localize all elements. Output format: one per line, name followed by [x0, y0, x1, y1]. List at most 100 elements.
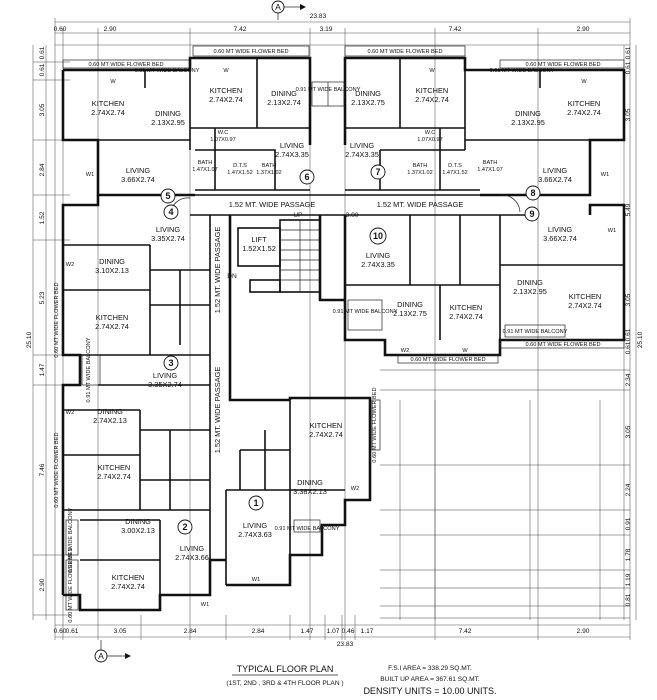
svg-text:1.47X1.52: 1.47X1.52	[227, 170, 253, 176]
svg-text:3.35X2.74: 3.35X2.74	[148, 380, 182, 389]
svg-text:2.74X3.35: 2.74X3.35	[361, 260, 395, 269]
svg-text:0.61: 0.61	[625, 341, 632, 354]
svg-text:1.52: 1.52	[39, 211, 46, 224]
svg-text:W1: W1	[86, 172, 94, 178]
ots-label: D.T.S	[448, 163, 462, 169]
plan-title: TYPICAL FLOOR PLAN	[237, 664, 334, 674]
grid-marker-top: A	[271, 0, 306, 20]
bath-label: BATH	[483, 160, 498, 166]
svg-text:1.47: 1.47	[39, 363, 46, 376]
svg-text:W: W	[429, 68, 435, 74]
density-units: DENSITY UNITS = 10.00 UNITS.	[363, 686, 496, 696]
svg-text:0.60: 0.60	[54, 26, 67, 33]
svg-text:2.74X2.13: 2.74X2.13	[93, 416, 127, 425]
balcony-label: 0.91 MT WIDE BALCONY	[86, 337, 92, 402]
svg-text:2.90: 2.90	[104, 26, 117, 33]
svg-text:3.00X2.13: 3.00X2.13	[121, 526, 155, 535]
svg-text:1.17: 1.17	[361, 628, 374, 635]
svg-text:2.74X2.74: 2.74X2.74	[567, 108, 601, 117]
room-kitchen: KITCHEN	[96, 313, 128, 322]
balcony-label: 0.91 MT WIDE BALCONY	[333, 309, 398, 315]
top-dimensions: 23.83 0.60 2.90 7.42 3.19 7.42 2.90	[54, 13, 590, 33]
grid-marker-bottom: A	[94, 640, 131, 663]
svg-text:7.42: 7.42	[234, 26, 247, 33]
bath-label: BATH	[413, 163, 428, 169]
room-kitchen: KITCHEN	[112, 573, 144, 582]
svg-text:1.07X0.97: 1.07X0.97	[210, 137, 236, 143]
svg-text:1.52X1.52: 1.52X1.52	[242, 244, 276, 253]
flower-bed-label: 0.60 MT WIDE FLOWER BED	[213, 49, 288, 55]
flower-bed-label: 0.60 MT WIDE FLOWER BED	[372, 387, 378, 462]
balcony-label: 0.91 MT WIDE BALCONY	[275, 526, 340, 532]
svg-text:2.13X2.95: 2.13X2.95	[511, 118, 545, 127]
wc-label: W.C	[218, 130, 229, 136]
svg-text:3.10X2.13: 3.10X2.13	[95, 266, 129, 275]
svg-text:3.66X2.74: 3.66X2.74	[538, 175, 572, 184]
builtup-area: BUILT UP AREA = 367.61 SQ.MT.	[380, 676, 480, 683]
svg-text:5.49: 5.49	[625, 203, 632, 216]
svg-text:0.46: 0.46	[342, 628, 355, 635]
svg-text:3.35X2.74: 3.35X2.74	[151, 234, 185, 243]
room-kitchen: KITCHEN	[92, 99, 124, 108]
svg-text:2.74X3.35: 2.74X3.35	[275, 150, 309, 159]
svg-text:3.66X2.74: 3.66X2.74	[121, 175, 155, 184]
svg-text:3.05: 3.05	[114, 628, 127, 635]
svg-text:1.07X0.97: 1.07X0.97	[417, 137, 443, 143]
room-dining: DINING	[355, 89, 381, 98]
flower-bed-label: 0.60 MT WIDE FLOWER BED	[367, 49, 442, 55]
svg-text:1.47: 1.47	[301, 628, 314, 635]
svg-text:W: W	[223, 68, 229, 74]
balcony-label: 0.91 MT WIDE BALCONY	[490, 68, 555, 74]
svg-text:2.34: 2.34	[625, 373, 632, 386]
room-kitchen: KITCHEN	[98, 463, 130, 472]
svg-text:2.13X2.95: 2.13X2.95	[513, 287, 547, 296]
flat-number: 7	[375, 167, 380, 177]
svg-text:3.66X2.74: 3.66X2.74	[543, 234, 577, 243]
svg-text:0.60: 0.60	[54, 628, 67, 635]
room-living: LIVING	[180, 544, 204, 553]
room-kitchen: KITCHEN	[416, 86, 448, 95]
left-dimensions: 0.61 0.61 3.05 2.84 1.52 5.23 1.47 7.46 …	[26, 46, 46, 591]
svg-text:2.13X2.74: 2.13X2.74	[267, 98, 301, 107]
svg-text:1.78: 1.78	[625, 548, 632, 561]
svg-text:1.07: 1.07	[327, 628, 340, 635]
flower-bed-label: 0.60 MT WIDE FLOWER BED	[88, 62, 163, 68]
svg-text:1.47X1.07: 1.47X1.07	[192, 167, 218, 173]
wc-label: W.C	[425, 130, 436, 136]
svg-text:2.74X2.74: 2.74X2.74	[415, 95, 449, 104]
passage-gap: 3.00	[346, 212, 359, 219]
room-living: LIVING	[350, 141, 374, 150]
svg-text:0.61: 0.61	[39, 63, 46, 76]
svg-text:2.74X2.74: 2.74X2.74	[449, 312, 483, 321]
ots-label: D.T.S	[233, 163, 247, 169]
svg-text:0.61: 0.61	[625, 61, 632, 74]
flat-number: 2	[182, 522, 187, 532]
room-dining: DINING	[125, 517, 151, 526]
svg-text:2.74X2.74: 2.74X2.74	[97, 472, 131, 481]
room-dining: DINING	[155, 109, 181, 118]
room-living: LIVING	[243, 521, 267, 530]
svg-text:7.46: 7.46	[39, 463, 46, 476]
svg-text:2.13X2.75: 2.13X2.75	[351, 98, 385, 107]
svg-text:1.37X1.02: 1.37X1.02	[256, 170, 282, 176]
room-living: LIVING	[153, 371, 177, 380]
svg-text:2.74X2.74: 2.74X2.74	[568, 301, 602, 310]
flat-number: 4	[168, 207, 173, 217]
passage-label: 1.52 MT. WIDE PASSAGE	[213, 227, 222, 314]
room-living: LIVING	[548, 225, 572, 234]
svg-text:2.74X3.35: 2.74X3.35	[345, 150, 379, 159]
balcony-label: 0.91 MT WIDE BALCONY	[135, 68, 200, 74]
svg-text:1.19: 1.19	[625, 573, 632, 586]
bottom-wing-walls	[63, 396, 381, 612]
svg-text:1.47X1.07: 1.47X1.07	[477, 167, 503, 173]
svg-text:3.38X2.13: 3.38X2.13	[293, 487, 327, 496]
svg-text:2.13X2.75: 2.13X2.75	[393, 309, 427, 318]
room-living: LIVING	[543, 166, 567, 175]
svg-text:23.83: 23.83	[337, 641, 354, 648]
room-dining: DINING	[297, 478, 323, 487]
room-dining: DINING	[397, 300, 423, 309]
flat-number: 10	[373, 231, 383, 241]
svg-text:1.47X1.52: 1.47X1.52	[442, 170, 468, 176]
svg-text:0.61: 0.61	[625, 328, 632, 341]
